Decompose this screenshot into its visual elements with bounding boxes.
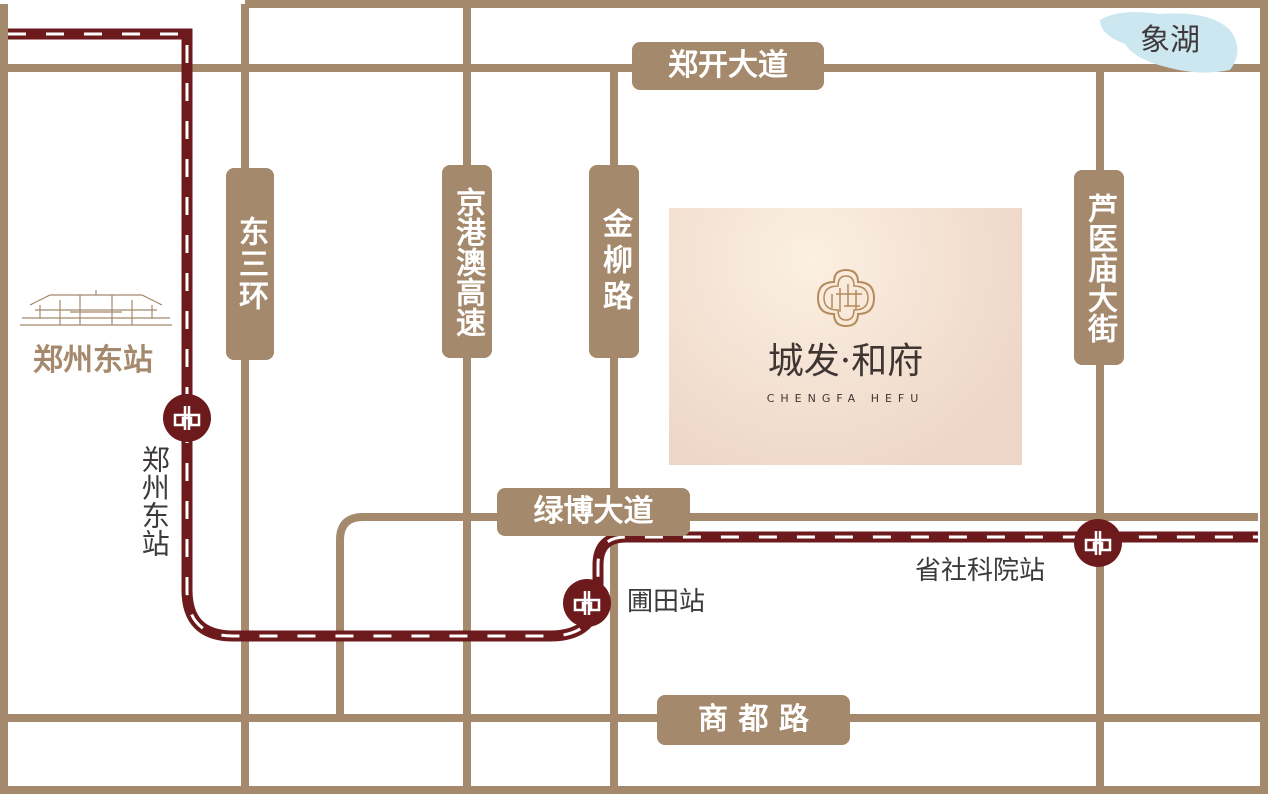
- project-name: 城发·和府: [767, 341, 924, 382]
- road-lvbo: [336, 513, 1258, 718]
- project-name-en: CHENGFA HEFU: [766, 392, 925, 405]
- road-top-right-border: [245, 0, 1268, 794]
- road-label-zhengkai: 郑开大道: [632, 42, 824, 90]
- road-label-shangdu: 商 都 路: [657, 695, 850, 745]
- station-markers: [163, 394, 1122, 627]
- station-icon-shengshekeyuan: [1074, 519, 1122, 567]
- station-icon-zhengzhoudong: [163, 394, 211, 442]
- lake-xianghu: [1100, 12, 1238, 73]
- landmark-label: 郑州东站: [33, 343, 153, 378]
- project-block: 城发·和府 CHENGFA HEFU: [669, 208, 1022, 465]
- station-label-putian: 圃田站: [627, 587, 706, 617]
- station-icon-putian: [563, 579, 611, 627]
- road-label-lvbo: 绿博大道: [497, 488, 690, 536]
- station-label-zhengzhoudong: 郑州东站: [137, 445, 171, 557]
- railway-station-building-icon: [20, 290, 172, 326]
- road-label-luyimiao: 芦医庙大街: [1074, 170, 1124, 365]
- station-label-shengshekeyuan: 省社科院站: [915, 556, 1046, 586]
- road-label-jinliu: 金柳路: [589, 165, 639, 358]
- road-label-dongsanhuan: 东三环: [226, 168, 274, 360]
- project-logo-icon: [816, 268, 876, 328]
- lake-label: 象湖: [1140, 23, 1200, 58]
- road-label-jinggangao: 京港澳高速: [442, 165, 492, 358]
- metro-line: [8, 28, 1258, 642]
